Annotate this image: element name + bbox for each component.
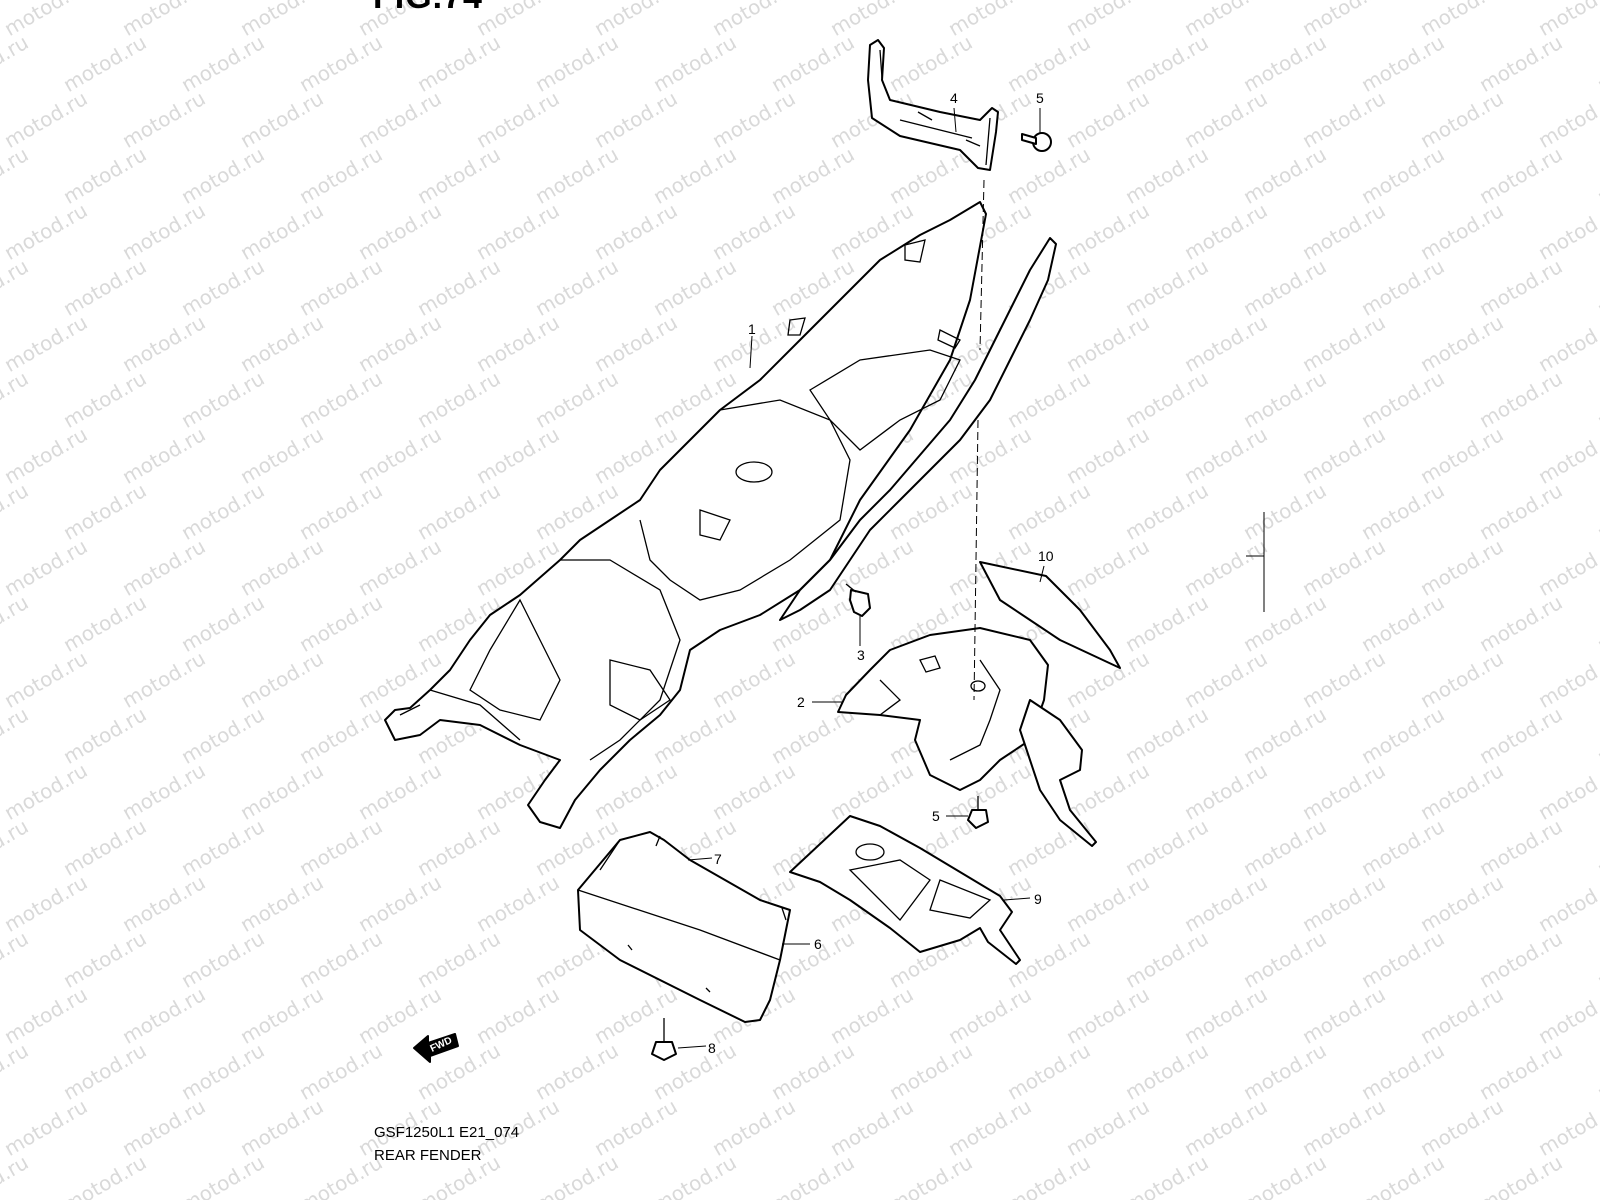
part-1-rear-fender bbox=[384, 201, 1057, 829]
callout-4: 4 bbox=[950, 90, 958, 106]
edge-marker bbox=[1246, 512, 1265, 612]
part-8-bolt bbox=[651, 1018, 677, 1061]
part-9-lower-bracket bbox=[789, 815, 1021, 965]
leader-7 bbox=[687, 857, 713, 861]
part-6-tray bbox=[577, 831, 791, 1023]
leader-4 bbox=[953, 107, 957, 133]
callout-2: 2 bbox=[797, 694, 805, 710]
leader-10 bbox=[1039, 565, 1045, 583]
part-3-bolt bbox=[845, 583, 871, 617]
callout-5-top: 5 bbox=[1036, 90, 1044, 106]
fwd-arrow: FWD bbox=[413, 1033, 459, 1063]
part-5-bolt-lower bbox=[967, 796, 989, 829]
callout-9: 9 bbox=[1034, 891, 1042, 907]
part-4-bracket bbox=[867, 39, 999, 171]
part-2-inner-fender bbox=[837, 627, 1097, 847]
leader-9 bbox=[1003, 897, 1031, 901]
callout-7: 7 bbox=[714, 851, 722, 867]
callout-8: 8 bbox=[708, 1040, 716, 1056]
leader-1 bbox=[749, 335, 753, 369]
callout-6: 6 bbox=[814, 936, 822, 952]
callout-3: 3 bbox=[857, 647, 865, 663]
part-10-plate bbox=[979, 561, 1121, 669]
part-5-bolt-top bbox=[1021, 132, 1052, 152]
figure-title: FIG.74 bbox=[373, 0, 483, 17]
alignment-line bbox=[973, 179, 985, 701]
leader-8 bbox=[677, 1045, 707, 1049]
model-code: GSF1250L1 E21_074 bbox=[374, 1124, 520, 1141]
callout-10: 10 bbox=[1038, 548, 1054, 564]
callout-1: 1 bbox=[748, 321, 756, 337]
section-name: REAR FENDER bbox=[374, 1147, 482, 1164]
callout-5-lower: 5 bbox=[932, 808, 940, 824]
